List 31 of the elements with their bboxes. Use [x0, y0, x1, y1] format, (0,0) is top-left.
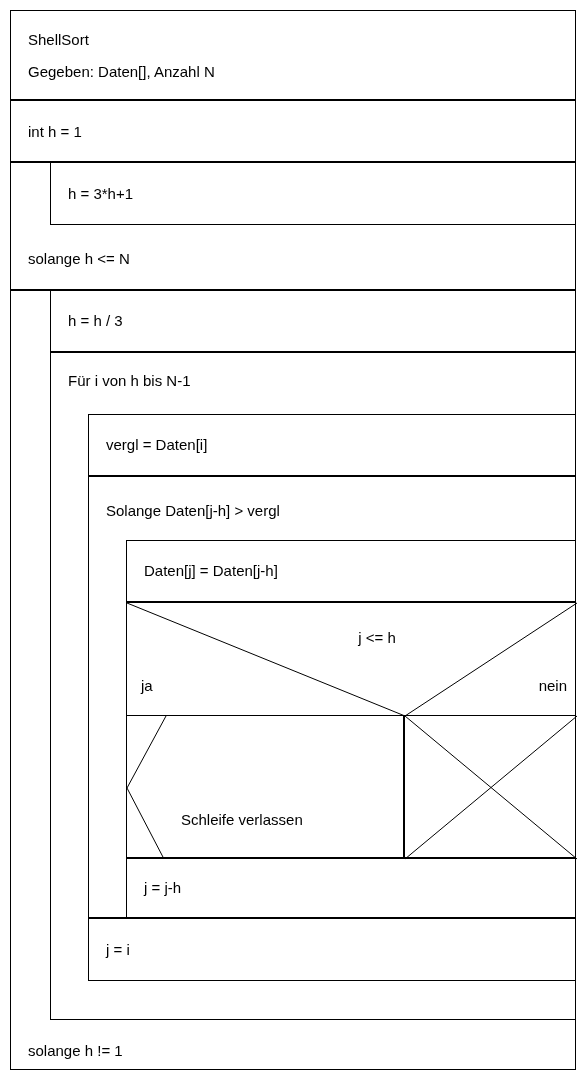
- loop-block: [10, 290, 576, 1070]
- statement-box: [88, 414, 576, 476]
- statement-text: Schleife verlassen: [181, 811, 303, 829]
- statement-text: Gegeben: Daten[], Anzahl N: [28, 63, 215, 81]
- statement-box: [126, 858, 576, 918]
- statement-box: [88, 918, 576, 981]
- statement-box: [50, 290, 576, 352]
- statement-text: j = i: [106, 941, 130, 959]
- loop-condition: solange h != 1: [28, 1042, 123, 1060]
- loop-condition: Für i von h bis N-1: [68, 372, 191, 390]
- loop-block: [88, 476, 576, 918]
- statement-text: int h = 1: [28, 123, 82, 141]
- statement-text: j = j-h: [144, 879, 182, 897]
- branch-label: nein: [538, 677, 567, 695]
- branch-label: ja: [141, 677, 153, 695]
- loop-condition: Solange Daten[j-h] > vergl: [106, 502, 280, 520]
- exit-block: [126, 715, 404, 858]
- header-box: [10, 10, 576, 100]
- statement-box: [50, 162, 576, 225]
- decision-block: [126, 602, 576, 858]
- statement-text: Daten[j] = Daten[j-h]: [144, 562, 278, 580]
- statement-text: h = 3*h+1: [68, 185, 134, 203]
- heading: ShellSort: [28, 31, 89, 49]
- decision-condition: j <= h: [358, 629, 396, 647]
- loop-condition: solange h <= N: [28, 250, 130, 268]
- loop-block: [10, 162, 576, 290]
- statement-text: vergl = Daten[i]: [106, 436, 208, 454]
- statement-text: h = h / 3: [68, 312, 123, 330]
- statement-box: [10, 100, 576, 162]
- statement-box: [126, 540, 576, 602]
- loop-block: [50, 352, 576, 1020]
